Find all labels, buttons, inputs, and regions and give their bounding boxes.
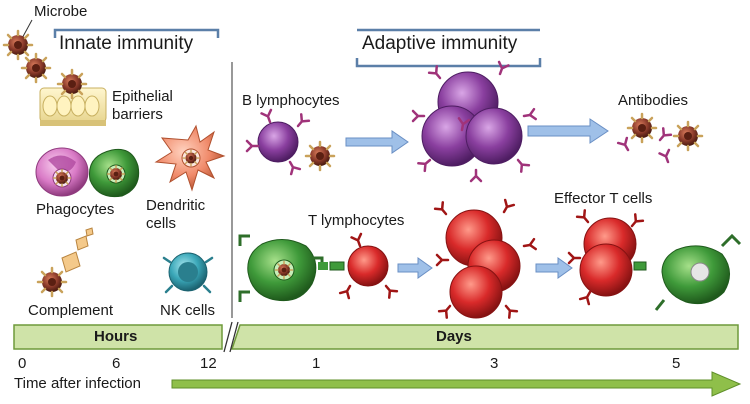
plasma-cell-cluster-icon xyxy=(411,60,537,183)
arrow-t-to-proliferation xyxy=(397,257,433,279)
tick-label: 1 xyxy=(312,355,321,372)
days-label: Days xyxy=(436,328,472,345)
t-lymphocyte-icon xyxy=(329,232,399,300)
days-bar xyxy=(230,324,739,350)
complement-icon xyxy=(36,227,94,298)
axis-break xyxy=(223,321,239,353)
tick-label: 0 xyxy=(18,355,27,372)
macrophage-icon xyxy=(238,234,328,302)
arrow-plasma-to-antibodies xyxy=(527,118,609,144)
adaptive-bracket xyxy=(355,58,542,68)
nk-cell-icon xyxy=(162,252,214,294)
epithelial-barrier-icon xyxy=(39,68,107,126)
tick-label: 12 xyxy=(200,355,217,372)
antibody-icon xyxy=(616,112,704,165)
epithelial-label-line2: barriers xyxy=(112,106,163,123)
epithelial-label-line1: Epithelial xyxy=(112,88,173,105)
tick-label: 6 xyxy=(112,355,121,372)
antibodies-label: Antibodies xyxy=(618,92,689,109)
arrow-proliferation-to-effector xyxy=(535,257,573,279)
b-lymphocyte-icon xyxy=(245,108,336,176)
hours-label: Hours xyxy=(94,328,138,345)
dendritic-label-line2: cells xyxy=(146,215,177,232)
t-lymphocytes-label: T lymphocytes xyxy=(308,212,405,229)
tick-label: 3 xyxy=(490,355,499,372)
microbe-icon xyxy=(2,19,52,84)
effector-t-cell-icon xyxy=(567,209,647,306)
hours-bar xyxy=(13,324,223,350)
nk-cells-label: NK cells xyxy=(160,302,216,319)
phagocytes-label: Phagocytes xyxy=(36,201,115,218)
complement-label: Complement xyxy=(28,302,114,319)
dendritic-label-line1: Dendritic xyxy=(146,197,206,214)
t-cell-cluster-icon xyxy=(433,198,537,319)
arrow-b-to-plasma xyxy=(345,130,409,154)
innate-bracket xyxy=(53,28,220,38)
b-lymphocytes-label: B lymphocytes xyxy=(242,92,340,109)
time-axis-label: Time after infection xyxy=(14,375,141,392)
target-macrophage-icon xyxy=(654,233,742,311)
tick-label: 5 xyxy=(672,355,681,372)
effector-t-cells-label: Effector T cells xyxy=(554,190,653,207)
time-axis-arrow xyxy=(171,371,742,397)
microbe-label: Microbe xyxy=(34,3,88,20)
dendritic-cell-icon xyxy=(154,124,226,192)
phagocyte-icon xyxy=(35,147,140,198)
adaptive-header: Adaptive immunity xyxy=(362,33,518,54)
innate-header: Innate immunity xyxy=(59,33,194,54)
